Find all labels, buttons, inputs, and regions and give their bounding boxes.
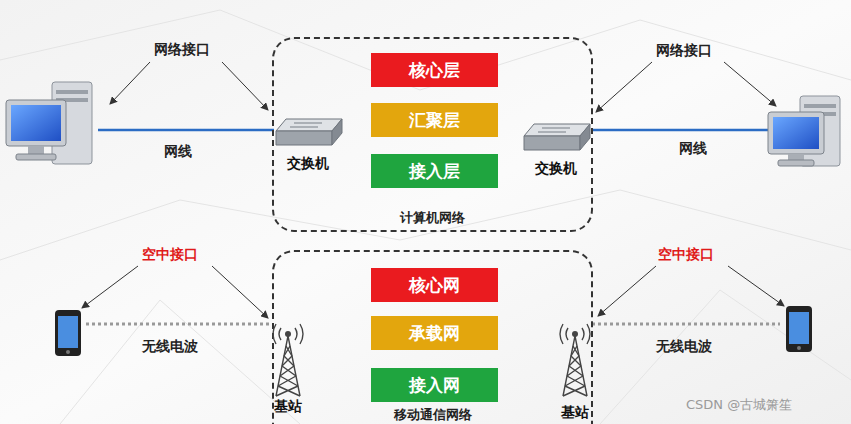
annotation-label: 空中接口 [658,246,714,264]
node-label: 基站 [274,398,302,416]
annotation-label: 网线 [164,143,192,161]
node-label: 核心层 [409,59,460,82]
layer-bar: 核心网 [371,268,498,302]
region-title: 移动通信网络 [274,406,591,424]
base-station-icon [555,318,595,398]
network-region: 计算机网络 核心层汇聚层接入层 交换机 交换机 [272,37,593,232]
node-label: 汇聚层 [409,109,460,132]
layer-bar: 承载网 [371,316,498,350]
region-title: 计算机网络 [274,209,591,227]
switch-icon [520,120,592,154]
base-station-icon [268,318,308,398]
annotation-label: 无线电波 [142,338,198,356]
annotation-label: 无线电波 [656,338,712,356]
annotation-label: 网络接口 [656,42,712,60]
layer-bar: 汇聚层 [371,103,498,137]
node-label: 承载网 [409,322,460,345]
switch-node: 交换机 [520,120,592,178]
network-region: 移动通信网络 核心网承载网接入网基站 基站 [272,250,593,424]
annotation-label: 网线 [679,140,707,158]
layer-bar: 接入网 [371,368,498,402]
computer-icon [768,96,840,166]
annotation-label: 空中接口 [142,246,198,264]
phone-icon [55,306,812,356]
node-label: 接入网 [409,374,460,397]
switch-icon [272,115,344,149]
node-label: 接入层 [409,160,460,183]
computer-icon [6,82,92,164]
base-station-node: 基站 [555,318,595,422]
watermark: CSDN @古城箫笙 [686,396,792,414]
node-label: 交换机 [535,160,577,178]
layer-bar: 核心层 [371,53,498,87]
layer-bar: 接入层 [371,154,498,188]
switch-node: 交换机 [272,115,344,173]
annotation-label: 网络接口 [154,41,210,59]
node-label: 核心网 [409,274,460,297]
base-station-node: 基站 [268,318,308,416]
node-label: 基站 [561,404,589,422]
node-label: 交换机 [287,155,329,173]
